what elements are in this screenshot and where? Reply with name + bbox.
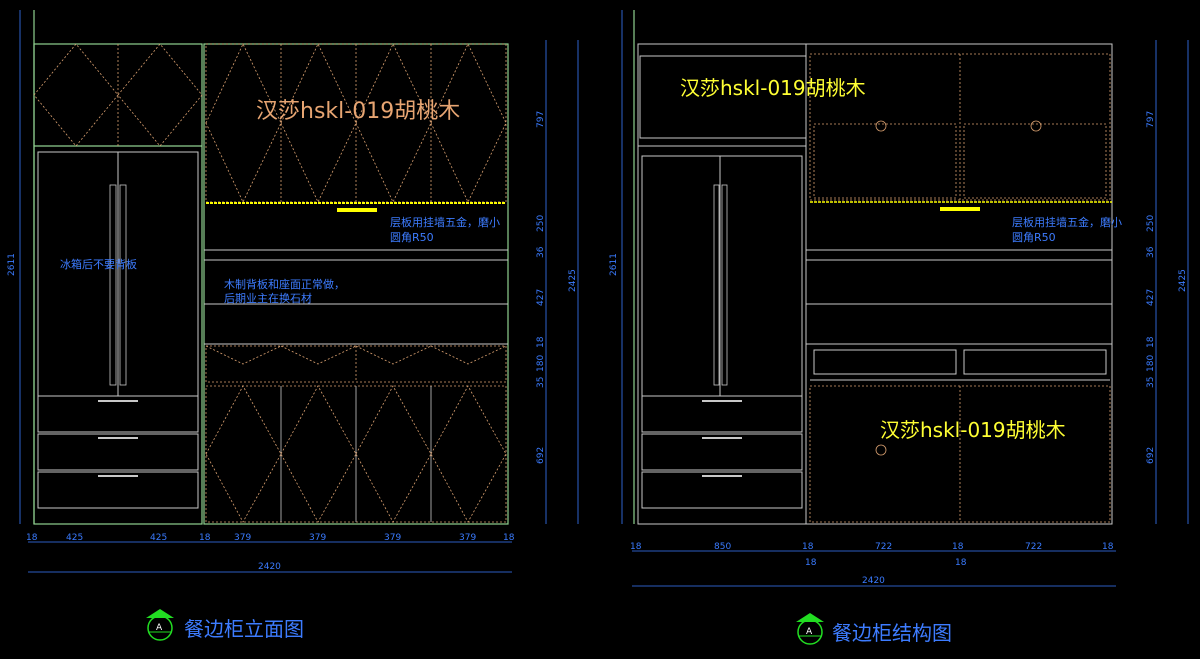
note-fridge: 冰箱后不要背板 — [60, 257, 137, 271]
right-drawer-band-left — [813, 349, 957, 375]
drawer-band-pattern-4 — [430, 345, 507, 365]
lower-door-pattern-4 — [430, 385, 507, 523]
right-structure-view: 汉莎hskl-019胡桃木 汉莎hskl-019胡桃木 层板用挂墙五金，磨小 圆… — [609, 10, 1189, 645]
right-dim-b-18b: 18 — [802, 542, 814, 552]
left-note-shelf-1: 层板用挂墙五金，磨小 — [390, 215, 500, 229]
right-drawer-3 — [641, 471, 803, 509]
left-dim-r-180: 180 — [536, 355, 546, 372]
left-dim-b-18c: 18 — [503, 533, 515, 543]
right-dim-r-180: 180 — [1146, 355, 1156, 372]
drawer-band-pattern-1 — [205, 345, 282, 365]
right-symbol-letter: A — [806, 627, 813, 637]
light-bar — [337, 208, 377, 212]
right-material-label-bottom: 汉莎hskl-019胡桃木 — [880, 418, 1066, 442]
left-dim-total: 2420 — [258, 562, 281, 572]
lower-door-pattern-1 — [205, 385, 282, 523]
left-view-title: 餐边柜立面图 — [184, 617, 304, 641]
right-dim-sub-18b: 18 — [955, 558, 967, 568]
drawer-band-pattern-3 — [355, 345, 432, 365]
drawer-3 — [37, 471, 199, 509]
fridge-left-handle — [109, 184, 117, 386]
right-hinge-3 — [875, 444, 887, 456]
left-dim-b-18a: 18 — [26, 533, 38, 543]
right-fridge-handle-l — [713, 184, 720, 386]
right-dim-r-797: 797 — [1146, 111, 1156, 128]
upper-left-door-pattern — [33, 43, 119, 147]
left-dim-r-35: 35 — [536, 377, 546, 388]
right-note-shelf-2: 圆角R50 — [1012, 231, 1056, 244]
note-back-2: 后期业主在换石材 — [224, 291, 312, 305]
right-dim-r-427: 427 — [1146, 289, 1156, 306]
left-dim-b-379c: 379 — [384, 533, 401, 543]
right-hinge-2 — [1030, 120, 1042, 132]
right-dim-total: 2420 — [862, 576, 885, 586]
right-dim-sub-18a: 18 — [805, 558, 817, 568]
left-dim-r-692: 692 — [536, 447, 546, 464]
right-outer-frame — [637, 43, 1113, 525]
left-elevation-view: 汉莎hskl-019胡桃木 冰箱后不要背板 层板用挂墙五金，磨小 圆角R50 木… — [7, 10, 579, 641]
right-dim-r-36: 36 — [1146, 246, 1156, 258]
right-note-shelf-1: 层板用挂墙五金，磨小 — [1012, 215, 1122, 229]
left-height-dim: 2611 — [7, 253, 17, 276]
right-dim-r-18: 18 — [1146, 336, 1156, 348]
right-dim-b-722a: 722 — [875, 542, 892, 552]
left-dim-r-18: 18 — [536, 336, 546, 348]
left-dim-b-379b: 379 — [309, 533, 326, 543]
left-material-label: 汉莎hskl-019胡桃木 — [256, 99, 460, 124]
right-dim-b-18a: 18 — [630, 542, 642, 552]
fridge-right-handle — [119, 184, 127, 386]
left-dim-r-250: 250 — [536, 215, 546, 232]
right-upper-door-left — [813, 123, 957, 199]
left-dim-r-36: 36 — [536, 246, 546, 258]
right-drawer-2 — [641, 433, 803, 471]
left-dim-r-total: 2425 — [568, 269, 578, 292]
right-dim-r-692: 692 — [1146, 447, 1156, 464]
right-dim-b-18d: 18 — [1102, 542, 1114, 552]
lower-door-pattern-3 — [355, 385, 432, 523]
left-dim-r-427: 427 — [536, 289, 546, 306]
right-dim-b-850: 850 — [714, 542, 731, 552]
right-dim-b-722b: 722 — [1025, 542, 1042, 552]
right-dim-r-total: 2425 — [1178, 269, 1188, 292]
upper-right-door-pattern — [117, 43, 203, 147]
right-fridge-handle-r — [721, 184, 728, 386]
right-drawer-1 — [641, 395, 803, 433]
right-dim-r-250: 250 — [1146, 215, 1156, 232]
left-dim-r-797: 797 — [536, 111, 546, 128]
right-light-bar — [940, 207, 980, 211]
note-back-1: 木制背板和座面正常做， — [224, 277, 345, 291]
left-dim-b-425b: 425 — [150, 533, 167, 543]
right-upper-door-right — [963, 123, 1107, 199]
left-note-shelf-2: 圆角R50 — [390, 231, 434, 244]
right-dim-b-18c: 18 — [952, 542, 964, 552]
left-dim-b-379a: 379 — [234, 533, 251, 543]
left-dim-b-425a: 425 — [66, 533, 83, 543]
right-section-symbol: A — [796, 613, 824, 645]
lower-door-pattern-2 — [280, 385, 357, 523]
right-dim-r-35: 35 — [1146, 377, 1156, 388]
drawer-band-pattern-2 — [280, 345, 357, 365]
drawer-1 — [37, 395, 199, 433]
left-dim-b-379d: 379 — [459, 533, 476, 543]
right-height-dim: 2611 — [609, 253, 619, 276]
right-material-label-top: 汉莎hskl-019胡桃木 — [680, 76, 866, 100]
drawer-2 — [37, 433, 199, 471]
right-hinge-1 — [875, 120, 887, 132]
left-section-symbol: A — [146, 609, 174, 641]
right-drawer-band-right — [963, 349, 1107, 375]
right-view-title: 餐边柜结构图 — [832, 621, 952, 645]
left-dim-b-18b: 18 — [199, 533, 211, 543]
left-symbol-letter: A — [156, 623, 163, 633]
